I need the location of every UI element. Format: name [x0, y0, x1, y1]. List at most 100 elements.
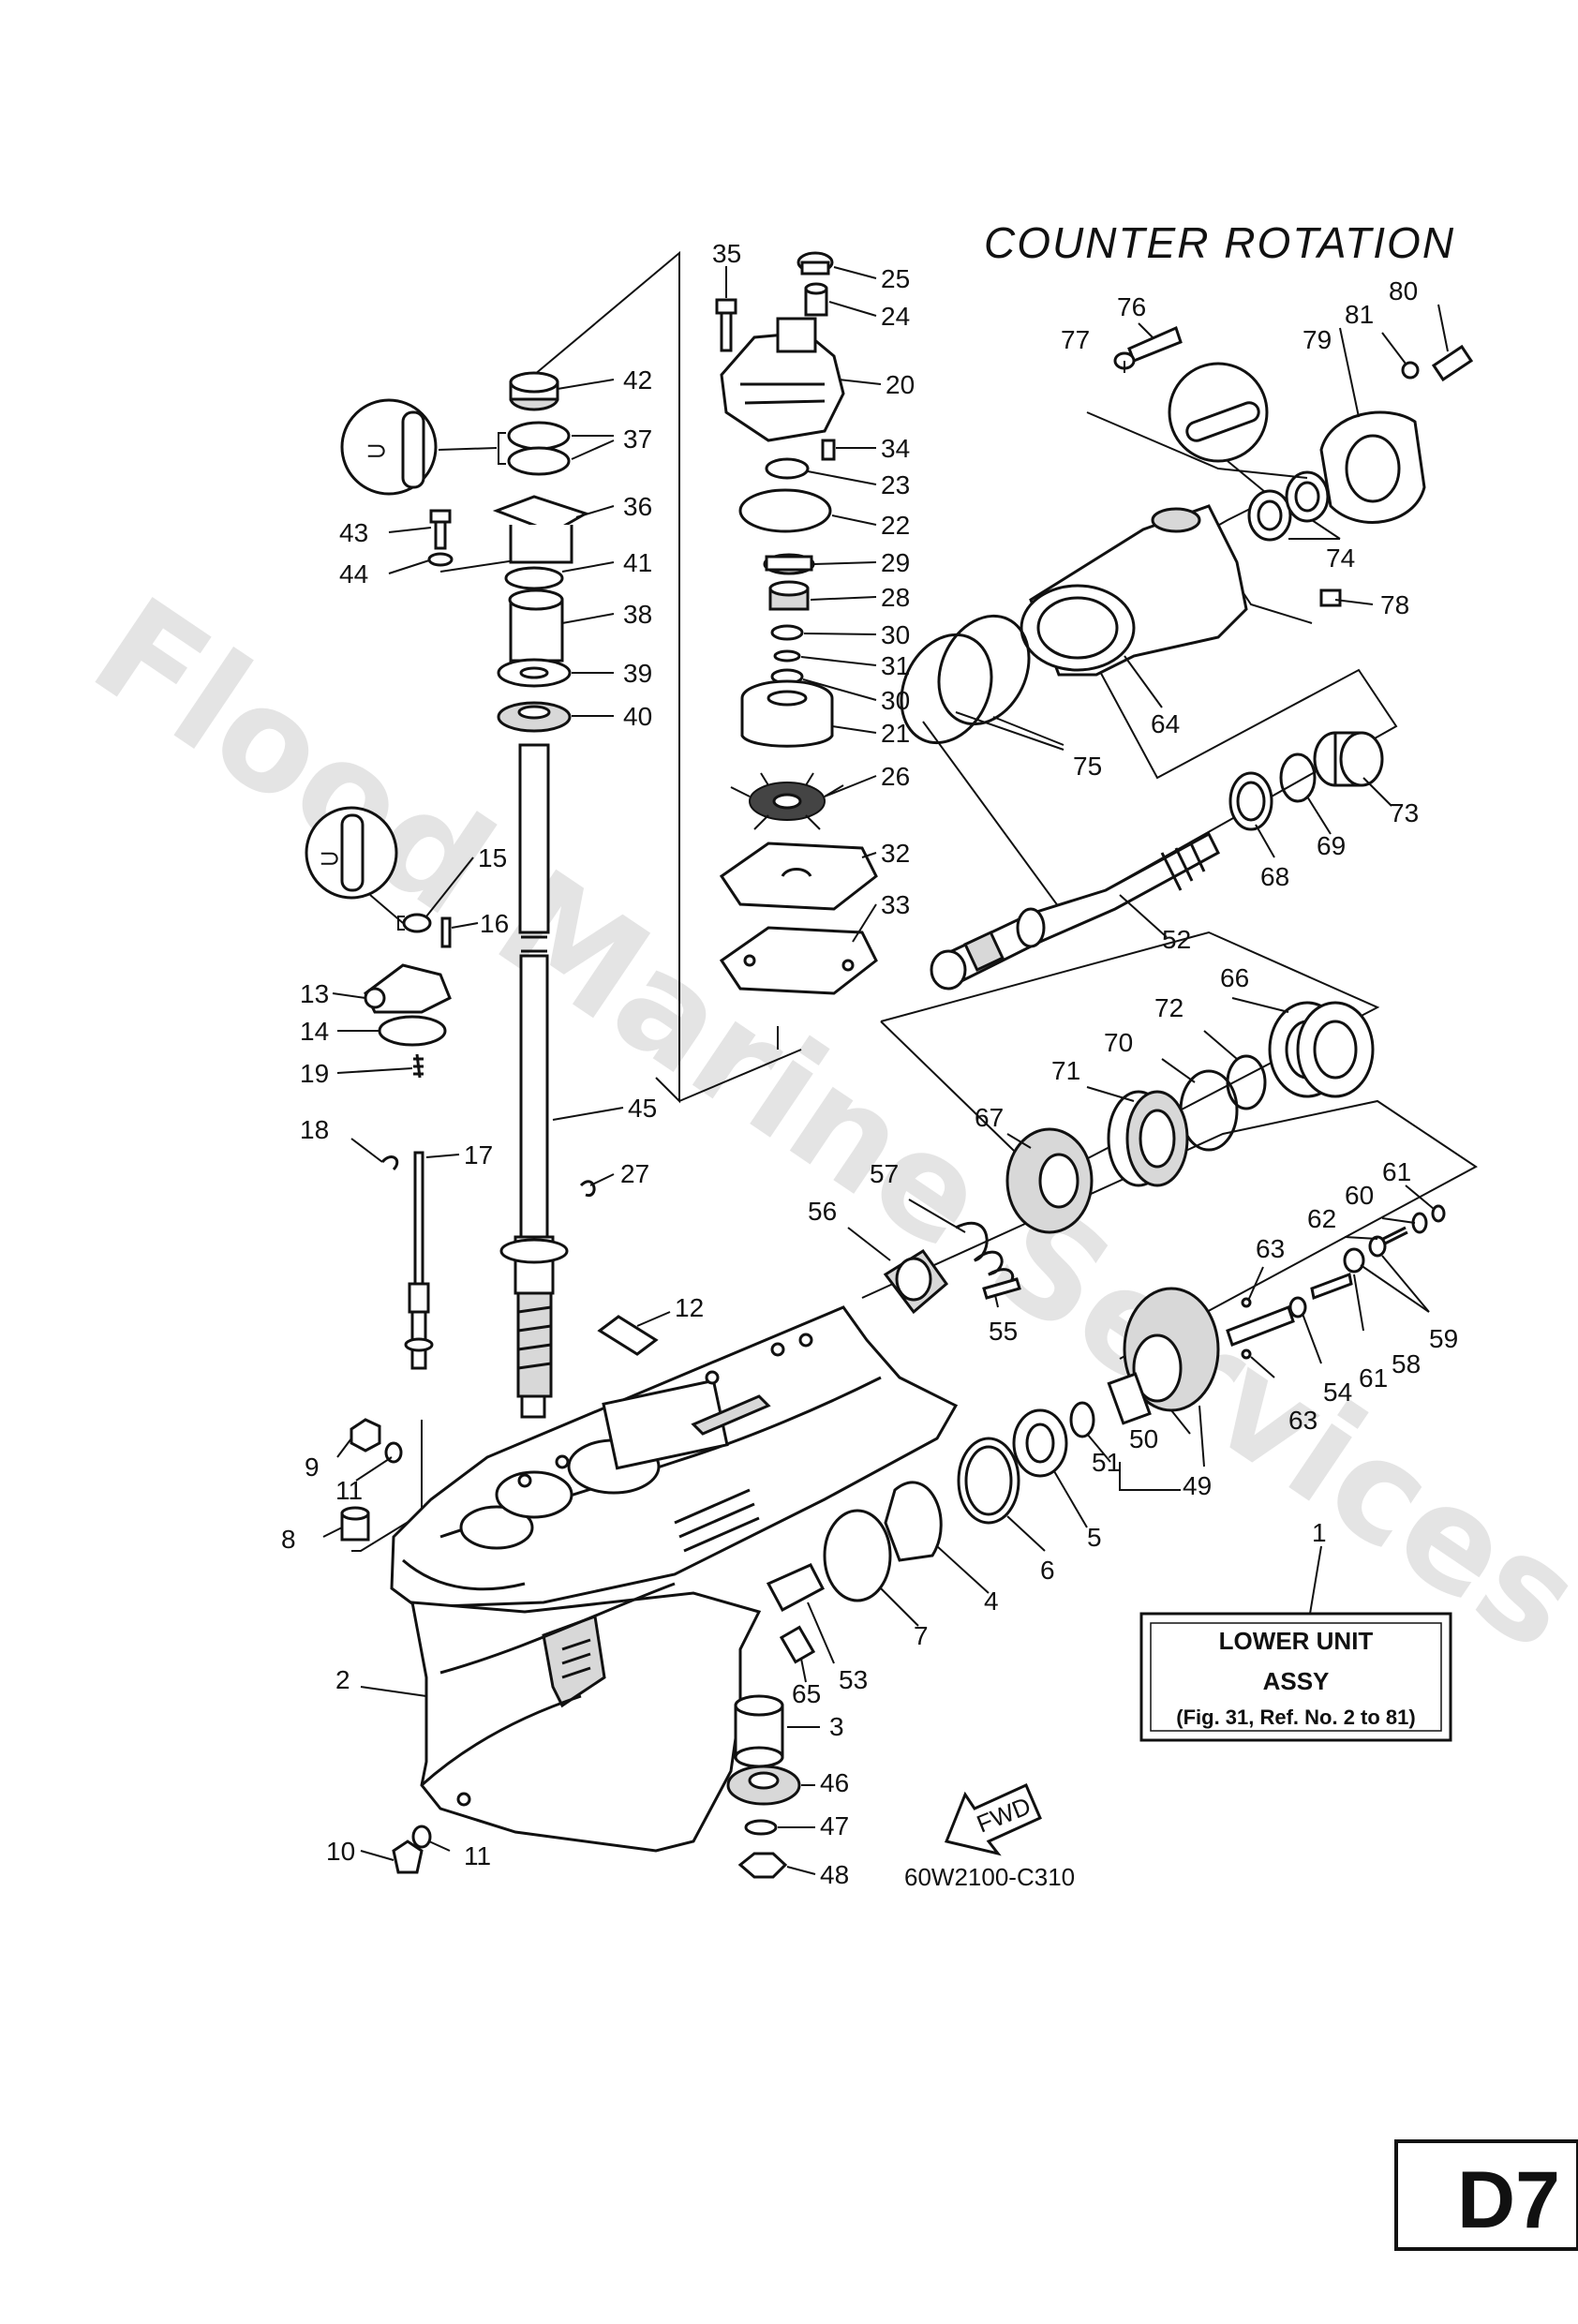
propeller-shaft-assembly	[726, 731, 1446, 1879]
svg-text:⊃: ⊃	[319, 843, 340, 872]
callout-16: 16	[480, 909, 509, 938]
drive-shaft-assembly: ⊃	[340, 371, 589, 1419]
lower-unit-housing	[390, 1305, 959, 1853]
callout-4: 4	[984, 1587, 999, 1616]
callout-43: 43	[339, 518, 368, 547]
callout-38: 38	[623, 600, 652, 629]
callout-numbers: 1 2 3 4 5 6 7 8 9 10 11 11 12 13 14 15 1…	[281, 239, 1458, 1889]
callout-30a: 30	[881, 620, 910, 649]
callout-61b: 61	[1359, 1363, 1388, 1393]
callout-7: 7	[914, 1621, 929, 1650]
callout-23: 23	[881, 470, 910, 499]
callout-35: 35	[712, 239, 741, 268]
callout-21: 21	[881, 719, 910, 748]
callout-54: 54	[1323, 1378, 1352, 1407]
fwd-arrow-icon: FWD	[944, 1783, 1042, 1856]
callout-33: 33	[881, 890, 910, 919]
callout-73: 73	[1390, 798, 1419, 827]
callout-14: 14	[300, 1017, 329, 1046]
callout-60: 60	[1345, 1181, 1374, 1210]
callout-11a: 11	[335, 1476, 363, 1505]
callout-65: 65	[792, 1679, 821, 1708]
callout-77: 77	[1061, 325, 1090, 354]
callout-27: 27	[620, 1159, 649, 1188]
callout-64: 64	[1151, 709, 1180, 738]
callout-10: 10	[326, 1837, 355, 1866]
callout-19: 19	[300, 1059, 329, 1088]
callout-40: 40	[623, 702, 652, 731]
shift-rod-assembly: ⊃	[305, 806, 659, 1874]
callout-55: 55	[989, 1317, 1018, 1346]
svg-text:⊃: ⊃	[365, 436, 387, 465]
callout-71: 71	[1051, 1056, 1080, 1085]
callout-22: 22	[881, 511, 910, 540]
callout-18: 18	[300, 1115, 329, 1144]
callout-56: 56	[808, 1197, 837, 1226]
callout-34: 34	[881, 434, 910, 463]
callout-45: 45	[628, 1094, 657, 1123]
callout-6: 6	[1040, 1556, 1055, 1585]
assembly-box-line1: LOWER UNIT	[1219, 1627, 1374, 1655]
callout-72: 72	[1154, 993, 1184, 1022]
callout-8: 8	[281, 1525, 296, 1554]
callout-42: 42	[623, 365, 652, 395]
callout-78: 78	[1380, 590, 1409, 619]
callout-13: 13	[300, 979, 329, 1008]
callout-39: 39	[623, 659, 652, 688]
callout-17: 17	[464, 1140, 493, 1169]
callout-32: 32	[881, 839, 910, 868]
callout-81: 81	[1345, 300, 1374, 329]
callout-48: 48	[820, 1860, 849, 1889]
callout-63b: 63	[1288, 1406, 1317, 1435]
callout-30b: 30	[881, 686, 910, 715]
callout-80: 80	[1389, 276, 1418, 305]
page-tag-text: D7	[1457, 2155, 1560, 2245]
callout-25: 25	[881, 264, 910, 293]
callout-58: 58	[1392, 1349, 1421, 1378]
page-tag: D7	[1394, 2139, 1578, 2251]
callout-20: 20	[886, 370, 915, 399]
callout-62: 62	[1307, 1204, 1336, 1233]
callout-49: 49	[1183, 1471, 1212, 1500]
assembly-box: LOWER UNIT ASSY (Fig. 31, Ref. No. 2 to …	[1139, 1612, 1452, 1742]
callout-24: 24	[881, 302, 910, 331]
callout-15: 15	[478, 843, 507, 872]
callout-3: 3	[829, 1712, 844, 1741]
callout-50: 50	[1129, 1424, 1158, 1453]
callout-66: 66	[1220, 963, 1249, 992]
callout-59: 59	[1429, 1324, 1458, 1353]
callout-63a: 63	[1256, 1234, 1285, 1263]
callout-1: 1	[1312, 1518, 1327, 1547]
drawing-code: 60W2100-C310	[904, 1863, 1075, 1891]
callout-11b: 11	[464, 1841, 491, 1870]
leader-lines	[322, 266, 1449, 1875]
callout-41: 41	[623, 548, 652, 577]
callout-51: 51	[1092, 1448, 1121, 1477]
diagram-title: COUNTER ROTATION	[984, 218, 1455, 267]
callout-29: 29	[881, 548, 910, 577]
callout-36: 36	[623, 492, 652, 521]
callout-75: 75	[1073, 752, 1102, 781]
callout-69: 69	[1317, 831, 1346, 860]
callout-76: 76	[1117, 292, 1146, 321]
callout-28: 28	[881, 583, 910, 612]
callout-52: 52	[1162, 925, 1191, 954]
callout-53: 53	[839, 1665, 868, 1694]
water-pump-assembly	[715, 251, 878, 995]
assembly-box-line3: (Fig. 31, Ref. No. 2 to 81)	[1176, 1706, 1415, 1729]
callout-57: 57	[870, 1159, 899, 1188]
propeller-shaft-housing	[900, 325, 1474, 745]
callout-68: 68	[1260, 862, 1289, 891]
callout-12: 12	[675, 1293, 704, 1322]
callout-44: 44	[339, 559, 368, 588]
callout-2: 2	[335, 1665, 350, 1694]
callout-31: 31	[881, 651, 910, 680]
callout-67: 67	[975, 1103, 1004, 1132]
callout-37: 37	[623, 425, 652, 454]
callout-47: 47	[820, 1811, 849, 1840]
assembly-box-line2: ASSY	[1263, 1667, 1330, 1695]
callout-61a: 61	[1382, 1157, 1411, 1186]
callout-70: 70	[1104, 1028, 1133, 1057]
callout-5: 5	[1087, 1523, 1102, 1552]
